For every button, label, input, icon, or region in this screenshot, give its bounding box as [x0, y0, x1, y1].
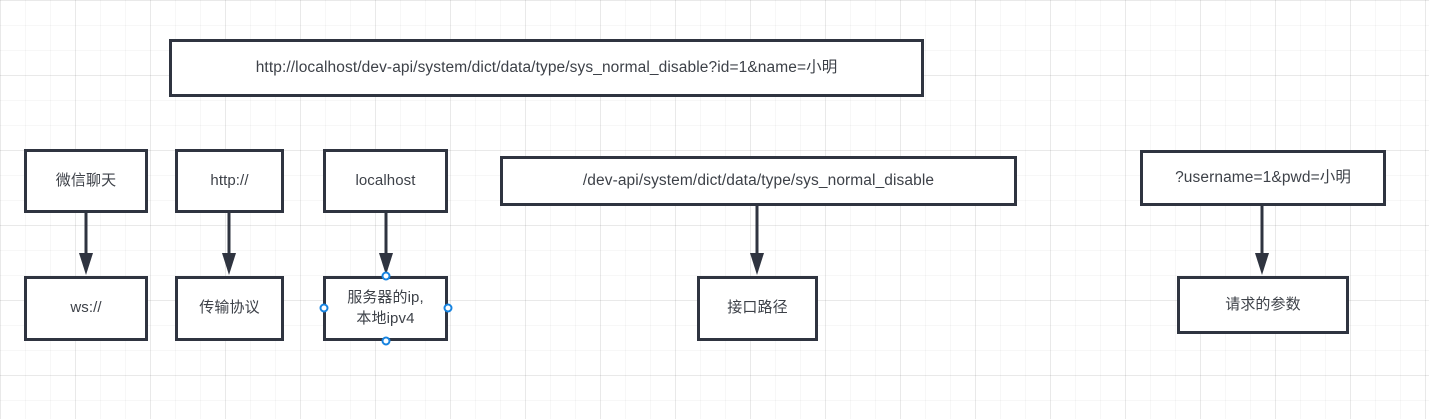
node-query-string[interactable]: ?username=1&pwd=小明	[1140, 150, 1386, 206]
node-api-path[interactable]: /dev-api/system/dict/data/type/sys_norma…	[500, 156, 1017, 206]
selection-handle-left[interactable]	[319, 303, 329, 313]
node-http-scheme[interactable]: http://	[175, 149, 284, 213]
node-request-params[interactable]: 请求的参数	[1177, 276, 1349, 334]
selection-handle-top[interactable]	[381, 271, 391, 281]
node-server-ip[interactable]: 服务器的ip, 本地ipv4	[323, 276, 448, 341]
selection-handle-bottom[interactable]	[381, 336, 391, 346]
selection-handle-right[interactable]	[443, 303, 453, 313]
node-wechat-chat[interactable]: 微信聊天	[24, 149, 148, 213]
node-localhost[interactable]: localhost	[323, 149, 448, 213]
node-interface-path[interactable]: 接口路径	[697, 276, 818, 341]
node-full-url[interactable]: http://localhost/dev-api/system/dict/dat…	[169, 39, 924, 97]
node-ws-scheme[interactable]: ws://	[24, 276, 148, 341]
node-transport-protocol[interactable]: 传输协议	[175, 276, 284, 341]
